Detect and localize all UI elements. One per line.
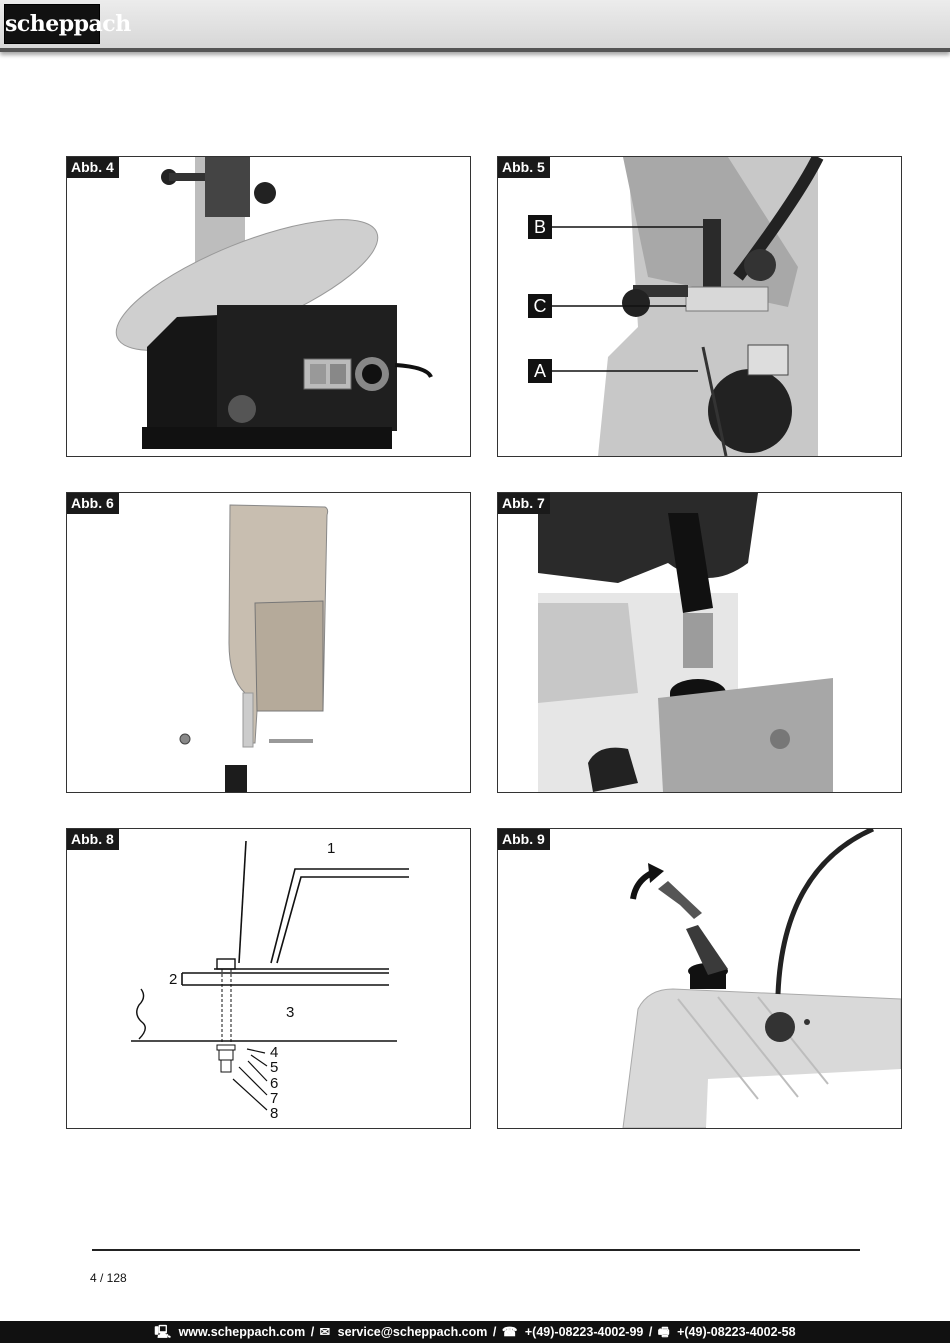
- figure-label: Abb. 6: [67, 493, 119, 514]
- scroll-saw-photo: [115, 157, 433, 449]
- figure-abb-4: Abb. 4: [66, 156, 471, 457]
- telephone-icon: ☎: [501, 1325, 518, 1339]
- envelope-icon: ✉: [319, 1325, 331, 1339]
- figure-label: Abb. 5: [498, 157, 550, 178]
- fax-icon: 🖷: [657, 1325, 670, 1339]
- air-nozzle-photo: [622, 829, 901, 1128]
- figure-label: Abb. 4: [67, 157, 119, 178]
- computer-icon: 🖳: [154, 1325, 172, 1339]
- figure-abb-6: Abb. 6: [66, 492, 471, 793]
- hose-mount-photo: [538, 493, 833, 792]
- figure-abb-7: Abb. 7: [497, 492, 902, 793]
- page-number: 4 / 128: [90, 1271, 127, 1285]
- callout-a: A: [528, 359, 552, 383]
- figure-label: Abb. 9: [498, 829, 550, 850]
- brand-logo: scheppach: [4, 4, 131, 44]
- part-number-6: 6: [270, 1075, 278, 1092]
- part-number-5: 5: [270, 1059, 278, 1076]
- figure-abb-9: Abb. 9: [497, 828, 902, 1129]
- page-header: scheppach: [0, 0, 950, 52]
- figure-label: Abb. 7: [498, 493, 550, 514]
- part-number-7: 7: [270, 1090, 278, 1107]
- callout-b: B: [528, 215, 552, 239]
- email-link[interactable]: service@scheppach.com: [337, 1325, 488, 1339]
- figure-abb-8: Abb. 8 1 2 3 4 5 6 7 8: [66, 828, 471, 1129]
- part-number-1: 1: [327, 840, 335, 857]
- callout-c: C: [528, 294, 552, 318]
- blade-guard-photo: [179, 504, 329, 792]
- fax-number: +(49)-08223-4002-58: [677, 1325, 796, 1339]
- footer-divider: [92, 1249, 860, 1251]
- part-number-4: 4: [270, 1044, 278, 1061]
- website-link[interactable]: www.scheppach.com: [178, 1325, 306, 1339]
- figure-label: Abb. 8: [67, 829, 119, 850]
- contact-footer: 🖳 www.scheppach.com / ✉ service@scheppac…: [0, 1321, 950, 1343]
- part-number-8: 8: [270, 1105, 278, 1122]
- phone-number: +(49)-08223-4002-99: [524, 1325, 644, 1339]
- mounting-diagram: 1 2 3 4 5 6 7 8: [131, 840, 409, 1122]
- blade-holder-photo: [548, 157, 824, 456]
- figure-abb-5: Abb. 5 B C A: [497, 156, 902, 457]
- part-number-3: 3: [286, 1004, 294, 1021]
- part-number-2: 2: [169, 971, 177, 988]
